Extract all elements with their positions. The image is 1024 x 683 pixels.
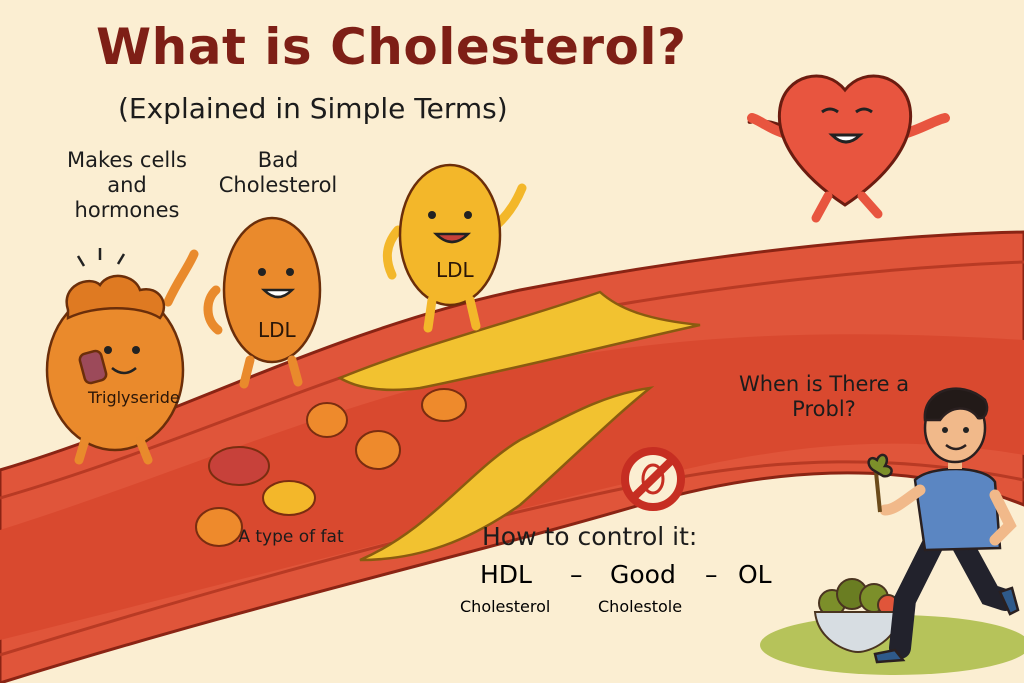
hdl-label: HDL <box>480 560 532 589</box>
page-subtitle: (Explained in Simple Terms) <box>118 92 508 125</box>
dash-1: – <box>570 560 583 589</box>
heart-character-icon <box>747 74 950 223</box>
sub-cholestole: Cholestole <box>598 597 683 616</box>
running-man-icon <box>867 387 1020 664</box>
dash-2: – <box>705 560 718 589</box>
ol-label: OL <box>738 560 772 589</box>
plaque-bottom <box>359 386 655 562</box>
label-type-of-fat: A type of fat <box>238 527 344 547</box>
ldl-right-character <box>382 163 527 333</box>
label-when-problem: When is There a Probl? <box>738 372 910 421</box>
good-label: Good <box>610 560 676 589</box>
label-bad-cholesterol: Bad Cholesterol <box>218 148 338 197</box>
label-makes-cells: Makes cells and hormones <box>66 148 187 222</box>
sub-cholesterol: Cholesterol <box>460 597 551 616</box>
triglyceride-character <box>45 248 199 465</box>
ldl-right-label: LDL <box>436 258 474 282</box>
page-title: What is Cholesterol? <box>96 18 687 76</box>
ldl-left-label: LDL <box>258 318 296 342</box>
fat-particles <box>195 388 467 547</box>
vegetable-bowl-icon <box>813 578 902 654</box>
artery <box>0 230 1024 683</box>
no-sign-icon <box>621 447 685 511</box>
label-how-to-control: How to control it: <box>482 522 698 551</box>
plaque-top <box>337 290 701 392</box>
ldl-left-character <box>203 216 322 389</box>
triglyceride-label: Triglyseride <box>88 388 180 407</box>
